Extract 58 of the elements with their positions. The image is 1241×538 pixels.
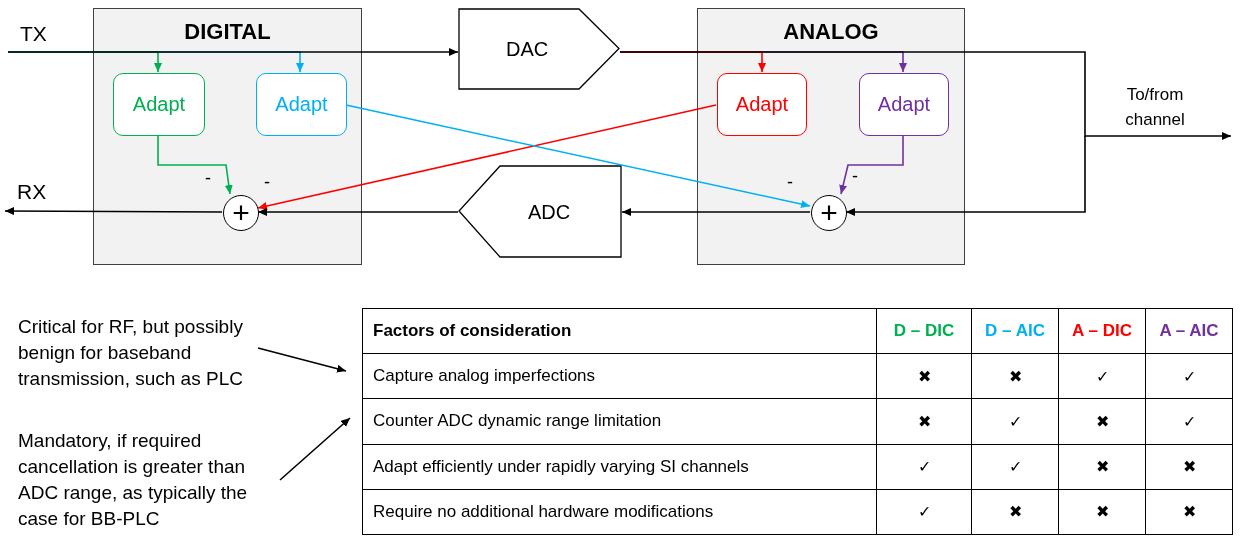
- mark-cell: ✖: [971, 489, 1059, 535]
- header-cell: D – AIC: [971, 308, 1059, 354]
- mark-cell: ✖: [1058, 489, 1146, 535]
- adapt-box: Adapt: [717, 73, 807, 136]
- mark-cell: ✓: [876, 489, 972, 535]
- mark-cell: ✖: [876, 398, 972, 445]
- note-text: Critical for RF, but possibly benign for baseband transmission, such as PLC: [18, 314, 258, 394]
- adapt-box: Adapt: [113, 73, 205, 136]
- table-cell: Adapt efficiently under rapidly varying SI channels: [362, 444, 877, 490]
- mark-cell: ✖: [1145, 444, 1233, 490]
- arrow: [839, 134, 904, 195]
- adapt-box: Adapt: [256, 73, 347, 136]
- table-cell: Capture analog imperfections: [362, 353, 877, 399]
- header-cell: A – AIC: [1145, 308, 1233, 354]
- mark-cell: ✖: [971, 353, 1059, 399]
- signal-label: RX: [17, 180, 47, 204]
- mark-cell: ✓: [971, 444, 1059, 490]
- channel-label: To/from channel: [1124, 84, 1186, 131]
- header-cell: Factors of consideration: [362, 308, 877, 354]
- adapt-box: Adapt: [859, 73, 949, 136]
- mark-cell: ✖: [1145, 489, 1233, 535]
- arrow: [4, 207, 223, 216]
- table-cell: Counter ADC dynamic range limitation: [362, 398, 877, 445]
- note-text: Mandatory, if required cancellation is greater than ADC range, as typically the case for BB-PLC: [18, 428, 280, 532]
- arrow: [619, 51, 1232, 140]
- mark-cell: ✓: [971, 398, 1059, 445]
- arrow: [845, 135, 1086, 216]
- header-cell: D – DIC: [876, 308, 972, 354]
- edge-label: -: [852, 166, 858, 187]
- block-label: ADC: [528, 200, 571, 223]
- mark-cell: ✓: [1145, 353, 1233, 399]
- mark-cell: ✖: [1058, 398, 1146, 445]
- arrow: [257, 347, 347, 373]
- block-label: DAC: [506, 37, 549, 61]
- header-cell: A – DIC: [1058, 308, 1146, 354]
- mark-cell: ✓: [876, 444, 972, 490]
- block-panel: [93, 8, 362, 265]
- edge-label: -: [205, 168, 211, 189]
- arrow: [157, 134, 233, 195]
- mark-cell: ✖: [1058, 444, 1146, 490]
- arrow: [621, 208, 811, 216]
- table-cell: Require no additional hardware modifications: [362, 489, 877, 535]
- block-panel: [697, 8, 965, 265]
- mark-cell: ✖: [876, 353, 972, 399]
- mark-cell: ✓: [1058, 353, 1146, 399]
- mark-cell: ✓: [1145, 398, 1233, 445]
- panel-title: ANALOG: [782, 19, 880, 45]
- arrow: [279, 417, 351, 481]
- signal-label: TX: [20, 22, 47, 46]
- arrow: [257, 208, 459, 216]
- summing-junction: +: [811, 195, 847, 231]
- panel-title: DIGITAL: [183, 19, 272, 45]
- edge-label: -: [264, 172, 270, 193]
- arrow: [345, 104, 811, 208]
- arrow: [257, 104, 717, 210]
- arrow: [7, 48, 459, 56]
- summing-junction: +: [223, 195, 259, 231]
- edge-label: -: [787, 172, 793, 193]
